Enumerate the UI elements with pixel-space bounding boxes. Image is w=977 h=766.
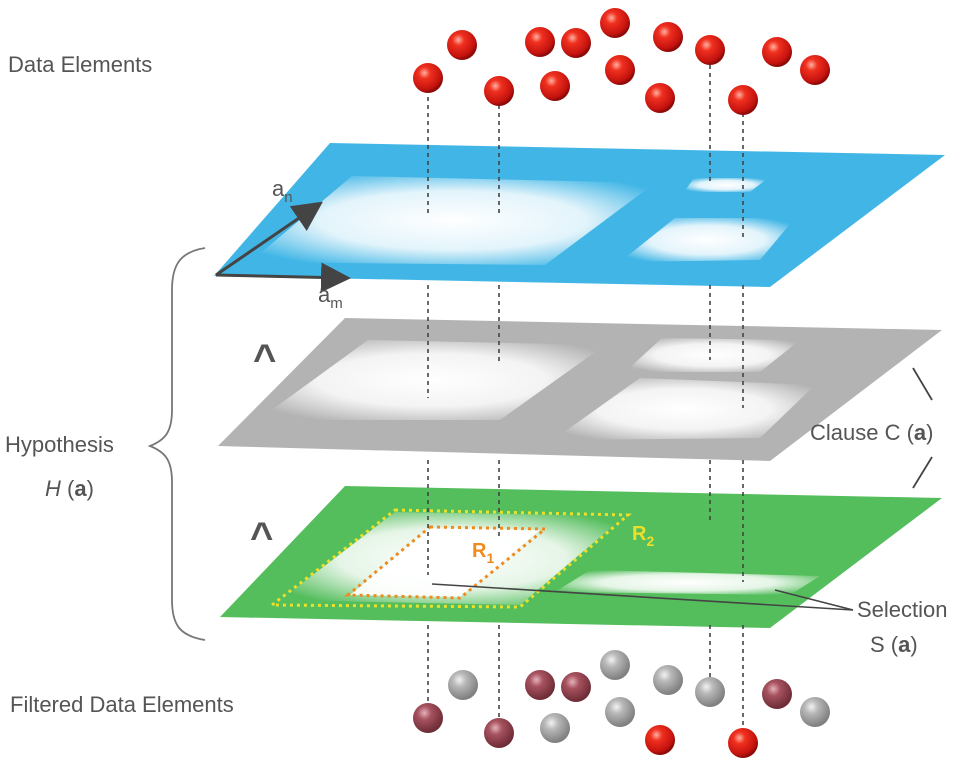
middle-plane-highlight-small — [625, 338, 800, 372]
top-plane-highlight-large — [250, 176, 655, 265]
middle-plane-highlight-left — [258, 340, 605, 420]
data-element-spheres — [413, 8, 830, 115]
sphere-gray — [600, 650, 630, 680]
top-plane-highlight-right — [620, 218, 795, 262]
sphere-gray — [448, 670, 478, 700]
sphere-gray — [800, 697, 830, 727]
bottom-plane-highlight-right — [555, 570, 820, 595]
filtered-element-spheres — [413, 650, 830, 758]
sphere-faded — [484, 718, 514, 748]
sphere-red — [800, 55, 830, 85]
sphere-gray — [540, 713, 570, 743]
region-r2-outline — [267, 508, 632, 609]
sphere-faded — [762, 679, 792, 709]
and-symbol-upper: ^ — [253, 337, 276, 381]
region-r1-outline — [343, 525, 550, 600]
projection-lines — [427, 65, 744, 730]
sphere-red — [645, 725, 675, 755]
data-elements-label: Data Elements — [8, 52, 152, 77]
clause-tick-lower — [912, 456, 933, 489]
filtered-data-elements-label: Filtered Data Elements — [10, 692, 234, 717]
sphere-red — [561, 28, 591, 58]
sphere-red — [645, 83, 675, 113]
axis-m-label: am — [318, 282, 343, 312]
top-plane-highlight-small — [684, 178, 768, 192]
sphere-red — [653, 22, 683, 52]
sphere-red — [413, 63, 443, 93]
sphere-gray — [605, 697, 635, 727]
selection-symbol: S (a) — [870, 632, 918, 657]
clause-label: Clause C (a) — [810, 420, 934, 445]
axis-n-arrow — [215, 201, 323, 277]
bottom-plane-core-white — [350, 528, 540, 597]
sphere-red — [695, 35, 725, 65]
sphere-red — [447, 30, 477, 60]
hypothesis-symbol: H (a) — [45, 476, 94, 501]
sphere-faded — [561, 672, 591, 702]
sphere-red — [484, 76, 514, 106]
sphere-red — [728, 85, 758, 115]
sphere-red — [600, 8, 630, 38]
sphere-red — [525, 27, 555, 57]
selection-pointer-2 — [774, 589, 854, 611]
and-symbol-lower: ^ — [250, 515, 273, 559]
sphere-gray — [695, 677, 725, 707]
hypothesis-brace — [147, 247, 206, 641]
sphere-faded — [525, 670, 555, 700]
sphere-red — [605, 55, 635, 85]
selection-pointer-1 — [431, 583, 854, 611]
axis-m-arrow — [215, 262, 351, 293]
region-r2-label: R2 — [632, 523, 654, 549]
clause-tick-upper — [912, 367, 933, 401]
selection-label: Selection — [857, 597, 948, 622]
sphere-red — [540, 71, 570, 101]
sphere-red — [728, 728, 758, 758]
sphere-faded — [413, 703, 443, 733]
hypothesis-label: Hypothesis — [5, 432, 114, 457]
sphere-red — [762, 37, 792, 67]
middle-plane-highlight-right — [553, 378, 815, 440]
axis-arrows — [215, 201, 351, 293]
sphere-gray — [653, 665, 683, 695]
region-r1-label: R1 — [472, 540, 494, 566]
axis-n-label: an — [272, 176, 293, 206]
